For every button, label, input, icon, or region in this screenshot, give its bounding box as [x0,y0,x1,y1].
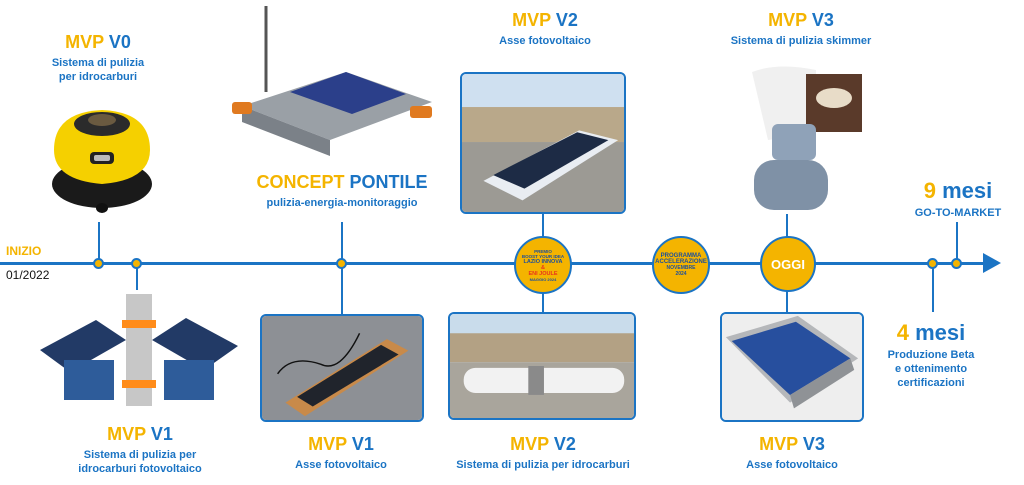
start-label: INIZIO [6,244,42,258]
connector-beta [932,264,934,312]
v2-cleaning-block: MVP V2 Sistema di pulizia per idrocarbur… [448,434,638,472]
v2-cleaning-title: MVP V2 [510,434,576,454]
connector-v2-cleaning [542,288,544,313]
gtm-block: 9 mesi GO-TO-MARKET [898,178,1018,220]
v3-axis-desc: Asse fotovoltaico [746,459,838,471]
connector-v1-axis [341,264,343,316]
milestone-dot-gtm [951,258,962,269]
v0-desc-2: per idrocarburi [58,71,138,83]
gtm-title: 9 mesi [923,178,993,203]
v2-axis-block: MVP V2 Asse fotovoltaico [470,10,620,48]
beta-title: 4 mesi [896,320,966,345]
v3-axis-title: MVP V3 [759,434,825,454]
concept-title: CONCEPT PONTILE [256,172,428,192]
v2-axis-photo [460,72,626,214]
v1-device-image [40,294,238,406]
v0-desc-1: Sistema di pulizia [51,57,145,69]
beta-block: 4 mesi Produzione Beta e ottenimento cer… [876,320,986,390]
v2-cleaning-desc: Sistema di pulizia per idrocarburi [456,459,630,471]
v0-device-image [52,110,152,213]
v0-block: MVP V0 Sistema di pulizia per idrocarbur… [38,32,158,84]
v1-axis-photo [260,314,424,422]
timeline-arrow-icon [983,253,1001,273]
connector-v0 [98,222,100,264]
v1-axis-desc: Asse fotovoltaico [295,459,387,471]
beta-desc-2: e ottenimento [894,363,968,375]
start-date: 01/2022 [6,268,50,282]
gtm-desc: GO-TO-MARKET [914,207,1002,219]
concept-pontile-image [232,6,432,156]
connector-v3-skimmer [786,214,788,240]
milestone-dot-v0 [93,258,104,269]
v3-skimmer-title: MVP V3 [768,10,834,30]
prizes-badge: PREMIO BOOST YOUR IDEA LAZIO INNOVA & EN… [514,236,572,294]
v1-axis-block: MVP V1 Asse fotovoltaico [256,434,426,472]
v3-skimmer-block: MVP V3 Sistema di pulizia skimmer [716,10,886,48]
concept-desc: pulizia-energia-monitoraggio [266,197,418,209]
concept-block: CONCEPT PONTILE pulizia-energia-monitora… [244,172,440,210]
milestone-dot-beta [927,258,938,269]
v3-skimmer-image [752,66,862,210]
v2-axis-title: MVP V2 [512,10,578,30]
v1-device-block: MVP V1 Sistema di pulizia per idrocarbur… [40,424,240,476]
v3-axis-photo [720,312,864,422]
v1-device-desc-1: Sistema di pulizia per [83,449,197,461]
v1-axis-title: MVP V1 [308,434,374,454]
connector-v1-device [136,264,138,290]
connector-concept [341,222,343,264]
connector-v2-axis [542,214,544,240]
v3-skimmer-desc: Sistema di pulizia skimmer [730,35,872,47]
connector-gtm [956,222,958,264]
v2-cleaning-photo [448,312,636,420]
v1-device-desc-2: idrocarburi fotovoltaico [78,463,202,475]
timeline-axis [0,262,985,265]
milestone-dot-concept [336,258,347,269]
beta-desc-3: certificazioni [897,377,965,389]
v3-axis-block: MVP V3 Asse fotovoltaico [712,434,872,472]
connector-v3-axis [786,288,788,314]
v0-title: MVP V0 [65,32,131,52]
today-badge: OGGI [760,236,816,292]
v1-device-title: MVP V1 [107,424,173,444]
v2-axis-desc: Asse fotovoltaico [499,35,591,47]
beta-desc-1: Produzione Beta [887,349,975,361]
program-badge: PROGRAMMA ACCELERAZIONE NOVEMBRE 2024 [652,236,710,294]
milestone-dot-v1-device [131,258,142,269]
